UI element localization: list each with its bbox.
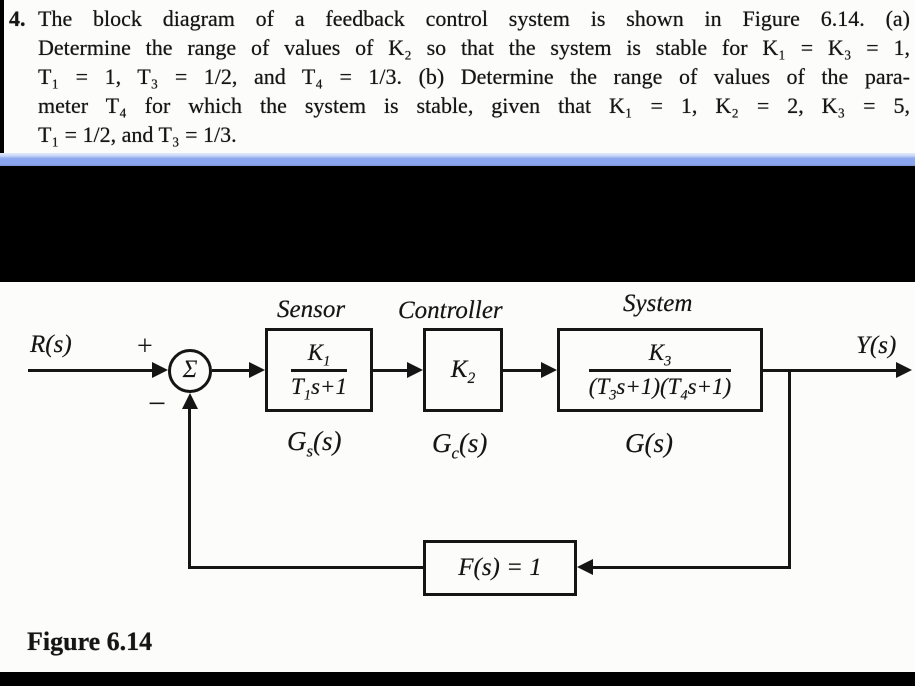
input-signal-label: R(s)	[30, 331, 72, 358]
output-signal-label: Y(s)	[856, 332, 897, 359]
bottom-black-bar	[0, 672, 915, 686]
sensor-arrowhead-icon	[249, 362, 265, 378]
figure-caption: Figure 6.14	[27, 627, 153, 656]
problem-text-line-3: T₁ = 1, T₃ = 1/2, and T₄ = 1/3. (b) Dete…	[38, 64, 910, 89]
feedback-left-line	[188, 566, 423, 569]
summer-plus-sign: +	[137, 331, 153, 362]
feedback-up-line	[188, 408, 191, 569]
feedback-block: F(s) = 1	[423, 540, 577, 596]
sensor-to-controller-line	[373, 369, 409, 372]
sensor-numerator: K1	[307, 340, 331, 370]
divider-bar	[0, 153, 915, 166]
controller-arrowhead-icon	[407, 362, 423, 378]
system-numerator: K3	[648, 340, 672, 370]
sensor-block: K1 T1s+1	[265, 328, 373, 412]
input-signal-line	[28, 369, 154, 372]
problem-text-line-4: meter T₄ for which the system is stable,…	[38, 93, 910, 118]
input-arrowhead-icon	[152, 362, 168, 378]
system-denominator: (T3s+1)(T4s+1)	[588, 373, 732, 404]
problem-statement: 4. The block diagram of a feedback contr…	[9, 4, 910, 149]
sensor-transfer-function: K1 T1s+1	[291, 340, 347, 404]
fraction-bar	[291, 368, 347, 372]
summing-junction: Σ	[168, 349, 212, 393]
feedback-right-line	[591, 566, 791, 569]
sensor-sublabel: Gs(s)	[287, 426, 342, 461]
problem-text-line-2: Determine the range of values of K₂ so t…	[38, 35, 910, 60]
redacted-band	[0, 166, 915, 282]
controller-section-label: Controller	[398, 297, 503, 324]
problem-number: 4.	[9, 6, 26, 31]
problem-text-line-5: T₁ = 1/2, and T₃ = 1/3.	[38, 122, 237, 147]
scan-edge-strip	[0, 0, 4, 153]
controller-to-system-line	[503, 369, 541, 372]
summer-minus-sign: −	[148, 385, 167, 421]
feedback-arrowhead-icon	[577, 559, 593, 575]
output-signal-line	[763, 369, 898, 372]
sensor-denominator: T1s+1	[291, 373, 347, 404]
summer-to-sensor-line	[212, 369, 251, 372]
system-transfer-function: K3 (T3s+1)(T4s+1)	[588, 340, 732, 404]
controller-sublabel: Gc(s)	[432, 428, 488, 463]
summer-arrowhead-icon	[182, 393, 198, 409]
system-arrowhead-icon	[541, 362, 557, 378]
system-block: K3 (T3s+1)(T4s+1)	[557, 328, 763, 412]
system-section-label: System	[623, 290, 693, 317]
fraction-bar	[588, 368, 732, 372]
problem-text-line-1: The block diagram of a feedback control …	[38, 6, 910, 31]
controller-gain: K2	[450, 355, 476, 387]
feedback-takeoff-line	[788, 369, 791, 569]
system-sublabel: G(s)	[625, 428, 673, 458]
sensor-section-label: Sensor	[277, 296, 346, 323]
feedback-block-label: F(s) = 1	[458, 553, 542, 581]
sigma-symbol: Σ	[182, 355, 198, 383]
controller-block: K2	[423, 328, 503, 412]
problem-text: The block diagram of a feedback control …	[38, 4, 910, 149]
output-arrowhead-icon	[896, 362, 912, 378]
